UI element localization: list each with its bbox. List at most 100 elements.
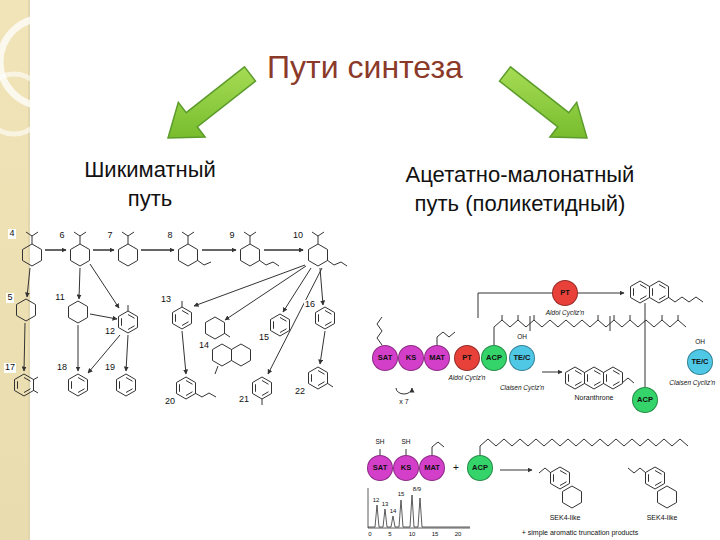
polyketide-scheme-part (650, 281, 669, 303)
shikimate-scheme-part (202, 250, 236, 251)
shikimate-scheme-part (15, 374, 34, 396)
shikimate-scheme-part (69, 374, 88, 396)
domain-name: KS (401, 464, 411, 472)
shikimate-scheme-part (119, 244, 138, 266)
shikimate-scheme-part (90, 314, 117, 319)
axis-tick: 0 (367, 531, 372, 537)
domain-circle: PT (454, 345, 480, 371)
domain-circle: TE/C (509, 345, 535, 371)
shikimate-scheme-part (33, 366, 333, 405)
polyketide-scheme-part (622, 378, 634, 383)
shikimate-scheme-part (179, 244, 198, 266)
polyketide-scheme-part (551, 467, 570, 489)
polyketide-scheme-part (585, 367, 604, 389)
reaction-note: Claisen Cycliz'n (668, 380, 716, 387)
compound-number: 5 (6, 293, 13, 302)
shikimate-scheme-part (88, 335, 120, 373)
domain-name: PT (560, 289, 570, 297)
shikimate-scheme-part (45, 250, 66, 251)
compound-number: 8 (166, 231, 173, 240)
polyketide-scheme-part (377, 317, 382, 345)
side-strip (0, 0, 88, 540)
shikimate-scheme-part (316, 307, 335, 329)
peak-number: 12 (372, 497, 381, 503)
domain-name: MAT (429, 354, 445, 362)
shikimate-scheme-part (79, 268, 80, 299)
shikimate-scheme-part (197, 260, 347, 266)
shikimate-scheme-part (17, 299, 36, 321)
axis-tick: 15 (431, 531, 440, 537)
shikimate-scheme-part (320, 268, 323, 305)
shikimate-scheme-part (264, 250, 303, 251)
domain-circle: ACP (632, 387, 658, 413)
peak-number: 15 (397, 491, 406, 497)
compound-number: 17 (4, 363, 16, 372)
domain-name: TE/C (691, 358, 708, 366)
atom-label: OH (694, 339, 706, 346)
product-name: Noranthrone (574, 394, 615, 401)
footnote: + simple aromatic truncation products (521, 529, 640, 536)
atom-label: SH (374, 439, 385, 446)
compound-number: 14 (198, 341, 210, 350)
polyketide-scheme-part (628, 468, 646, 473)
shikimate-scheme-part (232, 344, 251, 366)
polyketide-scheme-part (437, 332, 455, 345)
polyketide-scheme-part (396, 388, 412, 394)
chromatogram-part (368, 495, 470, 527)
polyketide-scheme-part (563, 486, 582, 508)
reaction-note: Aldol Cyclz'n (447, 375, 486, 382)
polyketide-scheme-part (646, 467, 665, 489)
shikimate-scheme-part (45, 250, 303, 251)
compound-number: 6 (58, 231, 65, 240)
shikimate-scheme-part (241, 244, 260, 266)
domain-circle: MAT (424, 345, 450, 371)
slide-title: Пути синтеза (267, 50, 463, 85)
domain-circle: MAT (419, 455, 445, 481)
compound-number: 16 (304, 300, 316, 309)
domain-circle: ACP (467, 455, 493, 481)
shikimate-scheme-part (253, 377, 272, 399)
shikimate-scheme-part (24, 323, 25, 371)
peak-number: 8/9 (412, 486, 422, 492)
compound-number: 4 (8, 229, 15, 238)
polyketide-scheme-part (645, 303, 646, 387)
compound-number: 18 (56, 363, 68, 372)
polyketide-scheme-part (480, 439, 688, 455)
axis-tick: 5 (387, 531, 392, 537)
shikimate-scheme-part (309, 244, 328, 266)
compound-number: 12 (104, 327, 116, 336)
domain-circle: SAT (367, 455, 393, 481)
domain-name: SAT (373, 464, 387, 472)
shikimate-scheme-part (320, 331, 325, 364)
peak-number: 13 (381, 501, 390, 507)
atom-label: OH (516, 334, 528, 341)
compound-number: 7 (106, 231, 113, 240)
compound-number: 19 (104, 363, 116, 372)
polyketide-scheme (377, 281, 703, 508)
chromatogram (368, 488, 470, 528)
shikimate-scheme-part (126, 335, 128, 371)
polyketide-scheme-part (494, 327, 495, 345)
polyketide-scheme-part (432, 442, 444, 455)
domain-name: ACP (637, 396, 653, 404)
product-name: SEK4-like (646, 514, 679, 521)
domain-name: SAT (378, 354, 392, 362)
compound-number: 21 (238, 395, 250, 404)
shikimate-scheme-part (23, 244, 42, 266)
polyketide-scheme-part (380, 449, 406, 455)
compound-number: 10 (292, 231, 304, 240)
domain-circle: TE/C (687, 349, 713, 375)
polyketide-scheme-part (542, 372, 562, 373)
reaction-note: Claisen Cyclz'n (499, 385, 545, 392)
shikimate-scheme-part (141, 250, 174, 251)
green-arrow-part (168, 67, 256, 138)
domain-circle: SAT (372, 345, 398, 371)
compound-number: 13 (160, 295, 172, 304)
polyketide-scheme-part (494, 320, 686, 327)
shikimate-scheme-part (206, 317, 225, 339)
shikimate-scheme-part (271, 314, 290, 336)
polyketide-scheme-part (566, 367, 585, 389)
polyketide-scheme-part (631, 281, 650, 303)
shikimate-scheme-part (225, 266, 306, 320)
